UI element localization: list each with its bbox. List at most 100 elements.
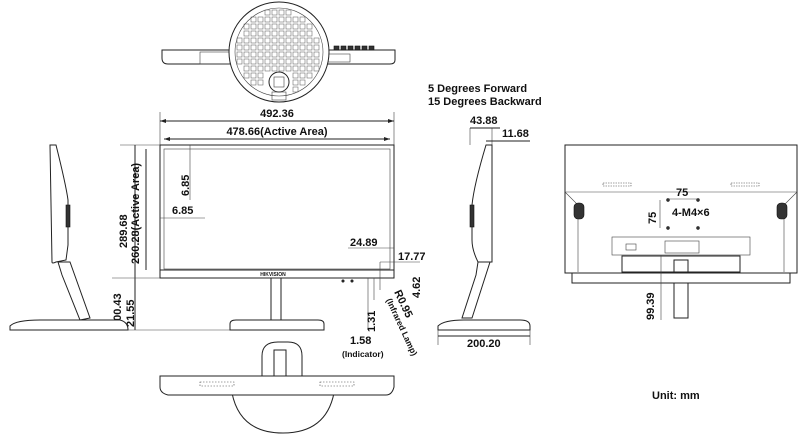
grid-cell [236, 37, 243, 44]
right-offset-dim: 24.89 [350, 237, 378, 249]
grid-cell [257, 37, 264, 44]
grid-cell [292, 86, 299, 93]
grid-cell [285, 51, 292, 58]
grid-cell [292, 51, 299, 58]
brand-mark: HIKVISION [260, 272, 286, 278]
grid-cell [285, 23, 292, 30]
grid-cell [250, 37, 257, 44]
grid-cell [257, 72, 264, 79]
grid-cell [250, 23, 257, 30]
grid-cell [278, 30, 285, 37]
grid-cell [313, 58, 320, 65]
grid-cell [271, 23, 278, 30]
grid-cell [236, 58, 243, 65]
grid-cell [306, 58, 313, 65]
grid-cell [292, 37, 299, 44]
tilt-forward-note: 5 Degrees Forward [428, 83, 527, 95]
front-view: 492.36 478.66(Active Area) HIKVISION 6.8… [112, 108, 426, 359]
depth-panel-dim: 11.68 [502, 128, 529, 140]
grid-cell [278, 37, 285, 44]
active-height-dim: 260.28(Active Area) [130, 163, 142, 264]
grid-cell [250, 72, 257, 79]
grid-cell [278, 16, 285, 23]
grid-cell [278, 51, 285, 58]
grid-cell [257, 79, 264, 86]
grid-cell [257, 58, 264, 65]
grid-cell [243, 58, 250, 65]
grid-cell [292, 30, 299, 37]
grid-cell [271, 9, 278, 16]
grid-cell [250, 44, 257, 51]
grid-cell [243, 72, 250, 79]
grid-cell [292, 44, 299, 51]
grid-cell [271, 16, 278, 23]
grid-cell [250, 58, 257, 65]
grid-cell [285, 65, 292, 72]
grid-cell [257, 16, 264, 23]
grid-cell [306, 72, 313, 79]
grid-cell [257, 44, 264, 51]
lamp-offset-dim: 4.62 [411, 277, 423, 298]
grid-cell [292, 79, 299, 86]
rear-stand-height-dim: 99.39 [645, 292, 657, 320]
vesa-h-dim: 75 [676, 187, 688, 199]
grid-cell [250, 16, 257, 23]
grid-cell [299, 51, 306, 58]
right-depth-dim: 17.77 [398, 251, 426, 263]
grid-cell [299, 44, 306, 51]
grid-cell [306, 44, 313, 51]
grid-cell [299, 79, 306, 86]
grid-cell [278, 58, 285, 65]
grid-cell [257, 30, 264, 37]
indicator-height-dim: 1.31 [366, 311, 378, 332]
rear-view: 75 75 4-M4×6 99.39 [564, 144, 798, 320]
base-grid [236, 9, 320, 93]
grid-cell [299, 65, 306, 72]
bezel-top-dim: 6.85 [180, 175, 192, 196]
grid-cell [243, 51, 250, 58]
grid-cell [271, 30, 278, 37]
bottom-view [159, 341, 395, 434]
grid-cell [264, 51, 271, 58]
grid-cell [299, 37, 306, 44]
grid-cell [264, 23, 271, 30]
grid-cell [257, 65, 264, 72]
grid-cell [292, 65, 299, 72]
depth-top-dim: 43.88 [470, 115, 498, 127]
grid-cell [243, 37, 250, 44]
grid-cell [264, 30, 271, 37]
grid-cell [299, 30, 306, 37]
grid-cell [278, 23, 285, 30]
grid-cell [313, 65, 320, 72]
grid-cell [278, 65, 285, 72]
grid-cell [236, 51, 243, 58]
grid-cell [299, 16, 306, 23]
grid-cell [285, 16, 292, 23]
grid-cell [299, 58, 306, 65]
grid-cell [264, 16, 271, 23]
grid-cell [257, 51, 264, 58]
grid-cell [306, 23, 313, 30]
grid-cell [250, 30, 257, 37]
tilt-backward-note: 15 Degrees Backward [428, 96, 542, 108]
unit-note: Unit: mm [652, 390, 700, 402]
grid-cell [271, 44, 278, 51]
grid-cell [271, 58, 278, 65]
grid-cell [243, 65, 250, 72]
grid-cell [292, 23, 299, 30]
grid-cell [243, 23, 250, 30]
grid-cell [306, 65, 313, 72]
grid-cell [271, 37, 278, 44]
grid-cell [278, 44, 285, 51]
grid-cell [306, 30, 313, 37]
indicator-label: (Indicator) [342, 349, 384, 359]
grid-cell [285, 44, 292, 51]
grid-cell [250, 65, 257, 72]
top-view [161, 1, 396, 103]
grid-cell [292, 16, 299, 23]
grid-cell [285, 58, 292, 65]
active-width-dim: 478.66(Active Area) [226, 126, 327, 138]
overall-height-dim: 289.68 [118, 214, 130, 248]
grid-cell [264, 9, 271, 16]
